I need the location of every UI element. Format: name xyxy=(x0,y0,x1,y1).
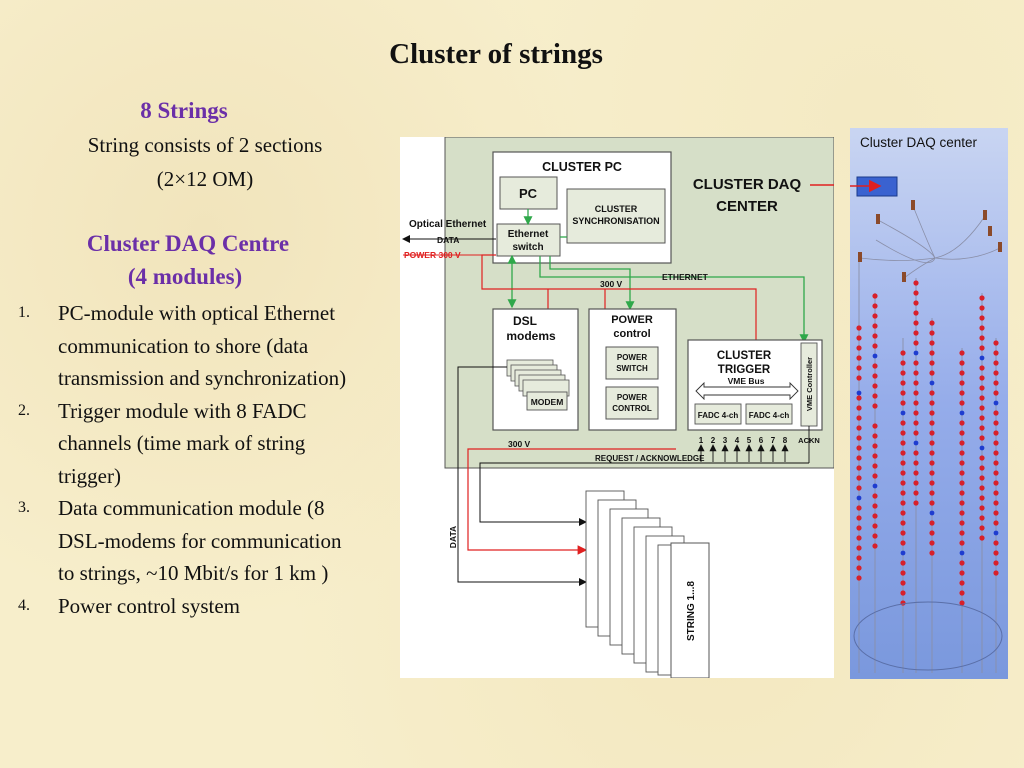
slide-title: Cluster of strings xyxy=(389,38,603,70)
blue-modules xyxy=(856,350,999,556)
string-label: STRING 1...8 xyxy=(686,581,697,641)
data-link-label: DATA xyxy=(437,235,459,245)
list-line: to strings, ~10 Mbit/s for 1 km ) xyxy=(58,561,329,585)
dsl-label-1: DSL xyxy=(513,314,537,328)
strings-heading: 8 Strings xyxy=(140,98,228,123)
channel-label: 3 xyxy=(723,436,728,445)
buoy-cables xyxy=(859,205,1001,279)
dsl-label-2: modems xyxy=(506,329,556,343)
power-control-label-2: control xyxy=(613,328,650,340)
channel-label: 2 xyxy=(711,436,716,445)
list-number: 1. xyxy=(18,304,30,321)
v300-label-strings: 300 V xyxy=(508,439,531,449)
array-label: Cluster DAQ center xyxy=(860,135,978,150)
power-ctrl-box xyxy=(605,386,659,420)
cluster-trigger-label-2: TRIGGER xyxy=(718,364,771,376)
list-number: 3. xyxy=(18,499,30,516)
list-number: 2. xyxy=(18,401,30,419)
channel-label: 5 xyxy=(747,436,752,445)
list-number: 4. xyxy=(18,596,30,614)
list-item: 3. Data communication module (8 DSL-mode… xyxy=(14,492,394,590)
data-vertical-label: DATA xyxy=(448,526,458,548)
cluster-sync-label-2: SYNCHRONISATION xyxy=(572,216,659,226)
cluster-pc-label: CLUSTER PC xyxy=(542,160,622,174)
daq-center-title-2: CENTER xyxy=(716,198,778,215)
power-switch-label-2: SWITCH xyxy=(616,364,648,373)
fadc-box-a xyxy=(694,403,742,425)
modem-stack xyxy=(506,359,570,411)
ethernet-line-trigger xyxy=(539,256,809,344)
daq-centre-heading: Cluster DAQ Centre xyxy=(86,231,290,256)
list-line: trigger) xyxy=(58,463,121,488)
list-item: 2. Trigger module with 8 FADC channels (… xyxy=(14,395,394,493)
list-item: 1. PC-module with optical Ethernet commu… xyxy=(14,297,394,395)
power-ctrl-label-1: POWER xyxy=(617,393,647,402)
strings-desc-line2: (2×12 OM) xyxy=(156,167,254,191)
channel-label: 8 xyxy=(783,436,788,445)
channel-inputs: 1 2 3 4 5 6 7 8 xyxy=(697,436,789,462)
fadc-box-b xyxy=(745,403,793,425)
ethernet-switch-box xyxy=(496,223,561,257)
optical-ethernet-label: Optical Ethernet xyxy=(409,219,487,230)
power-to-strings-line xyxy=(467,448,676,555)
ethernet-switch-label-2: switch xyxy=(512,242,543,253)
power-bus-line xyxy=(481,254,757,342)
v300-label: 300 V xyxy=(600,279,623,289)
cluster-array-illustration xyxy=(810,128,1008,679)
power-control-label-1: POWER xyxy=(611,314,653,326)
modem-label: MODEM xyxy=(531,397,564,407)
list-line: Trigger module with 8 FADC xyxy=(58,398,307,423)
power-switch-box xyxy=(605,346,659,380)
power-ctrl-label-2: CONTROL xyxy=(612,404,652,413)
cluster-sync-label-1: CLUSTER xyxy=(595,204,638,214)
array-base-ring xyxy=(853,601,1003,671)
request-ack-line xyxy=(479,462,809,526)
ethernet-switch-label-1: Ethernet xyxy=(508,229,549,240)
buoys xyxy=(858,200,1002,282)
fadc-label-b: FADC 4-ch xyxy=(749,411,790,420)
pc-label: PC xyxy=(519,186,538,201)
power-switch-label-1: POWER xyxy=(617,353,647,362)
daq-diagram-svg: CLUSTER PC PC CLUSTER SYNCHRONISATION Et… xyxy=(402,136,835,679)
list-line: Data communication module (8 xyxy=(58,496,325,520)
vme-bus-arrow xyxy=(695,381,799,401)
vme-controller-label: VME Controller xyxy=(805,357,814,411)
list-line: channels (time mark of string xyxy=(58,431,306,455)
channel-label: 1 xyxy=(699,436,704,445)
fadc-label-a: FADC 4-ch xyxy=(698,411,739,420)
string-stack xyxy=(585,490,710,679)
data-to-strings-line xyxy=(457,366,587,586)
vme-bus-label: VME Bus xyxy=(728,376,765,386)
cluster-sync-box xyxy=(566,188,666,244)
list-line: communication to shore (data xyxy=(58,333,309,358)
list-line: PC-module with optical Ethernet xyxy=(58,301,336,325)
optical-modules xyxy=(856,280,999,606)
module-list: 1. PC-module with optical Ethernet commu… xyxy=(14,297,394,622)
cluster-trigger-label-1: CLUSTER xyxy=(717,350,772,362)
channel-label: 4 xyxy=(735,436,740,445)
list-line: Power control system xyxy=(58,593,240,618)
list-line: DSL-modems for communication xyxy=(58,528,342,553)
channel-label: 7 xyxy=(771,436,776,445)
cluster-array-svg xyxy=(810,128,1008,679)
daq-center-title-1: CLUSTER DAQ xyxy=(693,176,802,193)
channel-label: 6 xyxy=(759,436,764,445)
power-300v-label: POWER 300 V xyxy=(404,250,461,260)
list-item: 4. Power control system xyxy=(14,590,394,623)
list-line: transmission and synchronization) xyxy=(58,366,347,390)
request-ack-label: REQUEST / ACKNOWLEDGE xyxy=(595,454,705,463)
ethernet-label: ETHERNET xyxy=(662,272,709,282)
strings-desc-line1: String consists of 2 sections xyxy=(87,133,323,157)
daq-centre-subheading: (4 modules) xyxy=(127,264,243,289)
daq-block-diagram: CLUSTER PC PC CLUSTER SYNCHRONISATION Et… xyxy=(400,136,835,679)
